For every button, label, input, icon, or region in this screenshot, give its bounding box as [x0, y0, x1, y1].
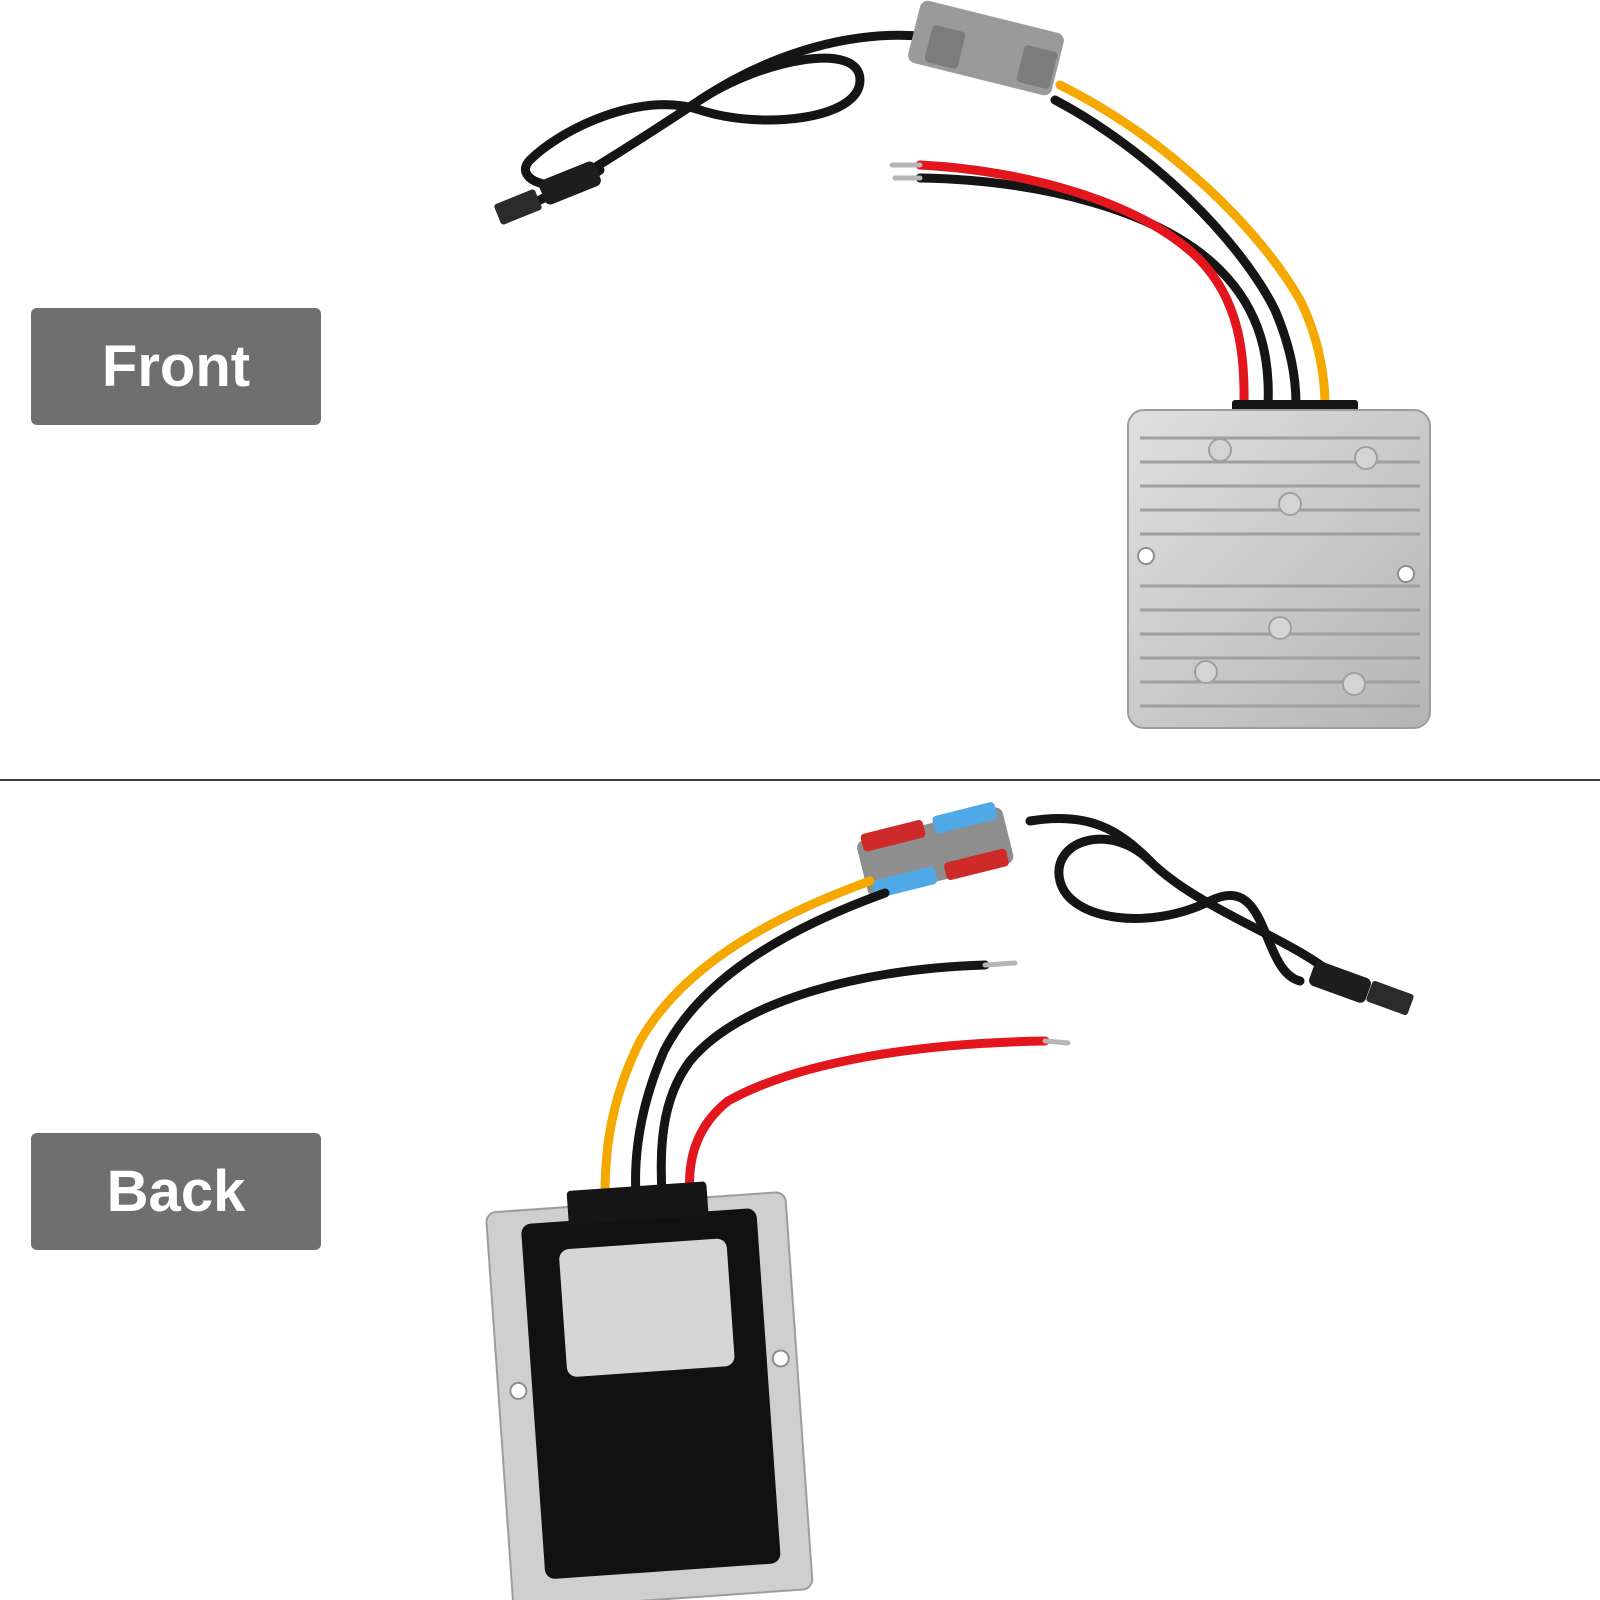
heatsink-module-icon: [1127, 400, 1431, 729]
front-product-photo: [494, 0, 1431, 729]
spring-connector-icon: [857, 802, 1014, 898]
dc-plug-icon: [494, 161, 601, 225]
front-view-panel: Front: [0, 0, 1600, 779]
yellow-wire: [600, 876, 875, 1201]
spring-connector-icon: [908, 0, 1064, 96]
red-lead: [915, 160, 1249, 410]
bare-wire-tips: [889, 162, 923, 181]
back-view-label: Back: [31, 1133, 321, 1250]
front-view-label: Front: [31, 308, 321, 425]
back-view-panel: Back: [0, 781, 1600, 1600]
dc-cable: [1025, 813, 1345, 986]
black-wire-top: [1050, 95, 1301, 410]
yellow-wire: [1055, 80, 1330, 410]
dc-cable-loop: [1054, 834, 1305, 986]
dc-cable-loop: [521, 53, 865, 190]
back-product-photo: [485, 802, 1414, 1600]
red-lead: [684, 1036, 1050, 1201]
black-lead: [915, 173, 1273, 410]
panel-divider: [0, 779, 1600, 781]
blank-sticker: [559, 1238, 735, 1377]
back-module: [485, 1181, 814, 1600]
dc-plug-icon: [1309, 961, 1414, 1016]
bare-wire-tips: [982, 960, 1071, 1046]
black-wire-top: [631, 888, 890, 1201]
black-lead: [656, 960, 990, 1201]
